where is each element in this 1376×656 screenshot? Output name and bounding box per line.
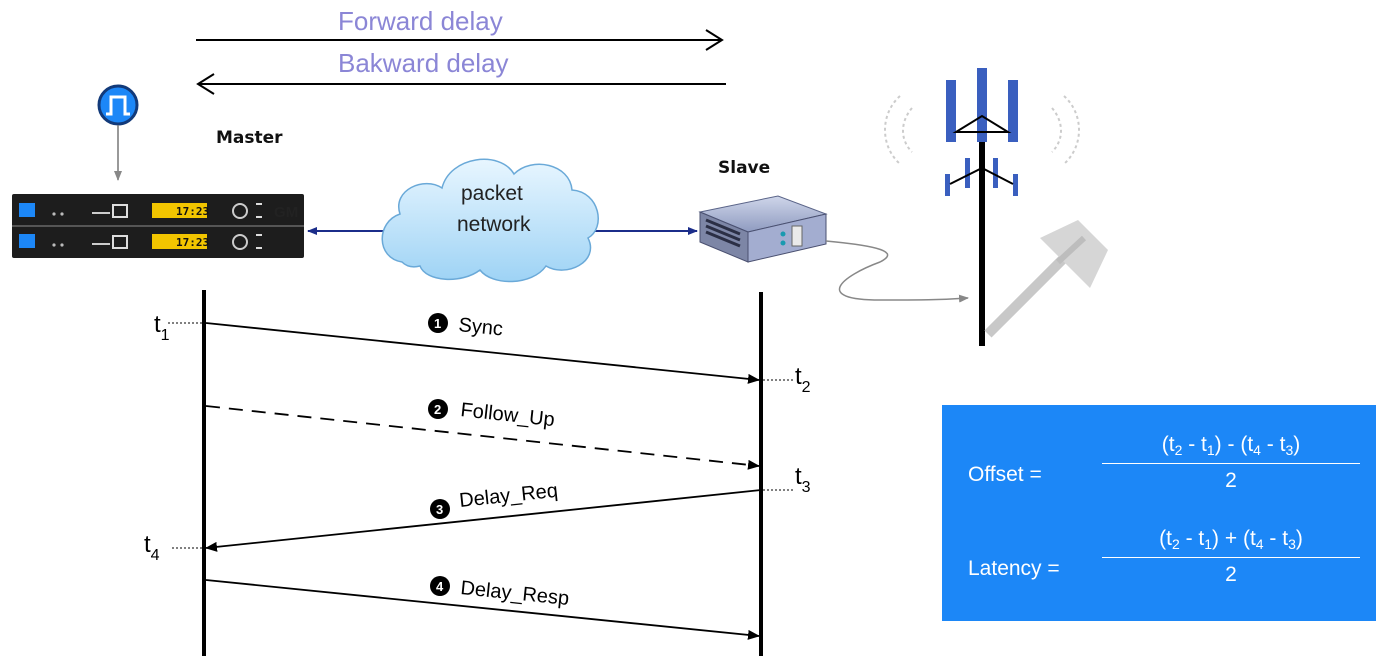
offset-denominator: 2 — [1225, 469, 1237, 492]
message-delay-resp: 4 Delay_Resp — [205, 576, 760, 640]
msg-num-1: 1 — [434, 316, 441, 331]
svg-text:t2: t2 — [795, 363, 811, 396]
clock-pulse-icon — [97, 84, 139, 181]
msg-badge-4 — [430, 576, 450, 596]
message-sync: 1 Sync — [205, 313, 760, 384]
lcd-time-bottom: 17:23 — [176, 236, 209, 249]
msg-badge-3 — [430, 499, 450, 519]
msg-label-sync: Sync — [457, 314, 503, 340]
msg-badge-2 — [428, 399, 448, 419]
msg-num-2: 2 — [434, 402, 441, 417]
offset-label: Offset = — [968, 463, 1042, 486]
delay-arrows: Forward delay Bakward delay — [196, 6, 726, 95]
cloud-label-line1: packet — [461, 182, 523, 205]
svg-text:t3: t3 — [795, 463, 811, 496]
cell-tower-icon — [884, 68, 1080, 346]
offset-numerator: (t2 - t1) - (t4 - t3) — [1161, 433, 1301, 458]
backward-delay-label: Bakward delay — [338, 48, 509, 78]
message-delay-req: 3 Delay_Req — [205, 480, 762, 552]
msg-label-delay-resp: Delay_Resp — [459, 577, 570, 610]
timestamp-t3: t3 — [763, 463, 811, 496]
cloud-label-line2: network — [457, 213, 531, 236]
forward-delay-label: Forward delay — [338, 6, 503, 36]
device-unit-top: 17:23 GM — [19, 203, 298, 221]
message-follow-up: 2 Follow_Up — [205, 399, 760, 470]
svg-text:t1: t1 — [154, 311, 170, 344]
msg-num-3: 3 — [436, 502, 443, 517]
timestamp-t4: t4 — [144, 531, 204, 564]
timestamp-t2: t2 — [763, 363, 811, 396]
timestamp-t1: t1 — [154, 311, 204, 344]
latency-formula: Latency = (t2 - t1) + (t4 - t3) 2 — [942, 527, 1376, 617]
master-device: 17:23 GM 17:23 — [12, 194, 304, 258]
msg-label-delay-req: Delay_Req — [458, 480, 559, 512]
msg-label-follow-up: Follow_Up — [459, 399, 555, 431]
latency-denominator: 2 — [1225, 563, 1237, 586]
msg-badge-1 — [428, 313, 448, 333]
slave-tower-cable — [825, 240, 969, 303]
microwave-dish-icon — [984, 220, 1108, 338]
latency-label: Latency = — [968, 557, 1060, 580]
msg-num-4: 4 — [436, 579, 444, 594]
master-label: Master — [216, 128, 283, 148]
offset-fraction-bar — [1102, 463, 1360, 464]
offset-formula: Offset = (t2 - t1) - (t4 - t3) 2 — [942, 433, 1376, 523]
svg-text:t4: t4 — [144, 531, 160, 564]
gm-label: GM — [274, 204, 298, 221]
packet-network-cloud: packet network — [381, 158, 599, 283]
device-unit-bottom: 17:23 — [19, 234, 262, 250]
slave-label: Slave — [718, 158, 770, 178]
latency-numerator: (t2 - t1) + (t4 - t3) — [1159, 527, 1303, 552]
slave-device — [698, 195, 828, 263]
lcd-time-top: 17:23 — [176, 205, 209, 218]
latency-fraction-bar — [1102, 557, 1360, 558]
formula-box: Offset = (t2 - t1) - (t4 - t3) 2 Latency… — [942, 405, 1376, 621]
